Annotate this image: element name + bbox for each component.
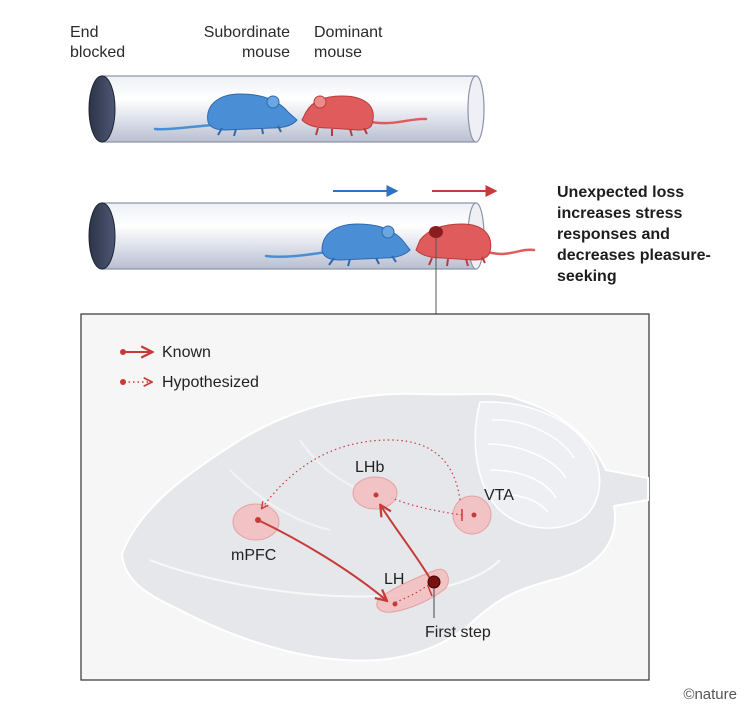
subordinate-line-1: Subordinate	[203, 24, 290, 41]
label-mpfc: mPFC	[231, 547, 276, 564]
subordinate-line-2: mouse	[241, 44, 290, 61]
label-lh: LH	[384, 571, 404, 588]
label-vta: VTA	[484, 487, 514, 504]
main-message: Unexpected loss increases stress respons…	[557, 184, 711, 285]
dominant-mouse-label: Dominant mouse	[314, 23, 382, 63]
hypothesized-path-vta-lhb	[391, 497, 463, 516]
first-step-marker	[427, 575, 441, 589]
brain-icon	[120, 392, 649, 662]
tube-end-cap	[88, 202, 116, 270]
dominant-mouse-icon	[415, 223, 536, 267]
label-first-step: First step	[425, 624, 491, 641]
known-path-lh-lhb	[381, 506, 433, 583]
legend-known-label: Known	[162, 344, 211, 361]
end-blocked-line-2: blocked	[70, 44, 126, 61]
end-blocked-line-1: End	[70, 24, 99, 41]
nature-credit: ©nature	[683, 686, 737, 703]
label-lhb: LHb	[355, 459, 384, 476]
tube-icon	[101, 75, 477, 143]
dominant-line-1: Dominant	[314, 24, 383, 41]
tube-top	[88, 75, 485, 143]
legend-hypothesized-label: Hypothesized	[162, 374, 259, 391]
end-blocked-label: End blocked	[70, 23, 125, 63]
known-path-mpfc-lh	[257, 519, 386, 600]
tube-icon	[101, 202, 477, 270]
dominant-mouse-icon	[301, 95, 428, 137]
subordinate-mouse-icon	[153, 93, 298, 137]
pathways	[255, 439, 477, 618]
legend: Known Hypothesized	[120, 344, 259, 391]
tube-end-cap	[88, 75, 116, 143]
subordinate-mouse-label: Subordinate mouse	[186, 23, 290, 63]
subordinate-mouse-icon	[264, 223, 411, 267]
tube-open-end	[467, 75, 485, 143]
dominant-line-2: mouse	[314, 44, 363, 61]
